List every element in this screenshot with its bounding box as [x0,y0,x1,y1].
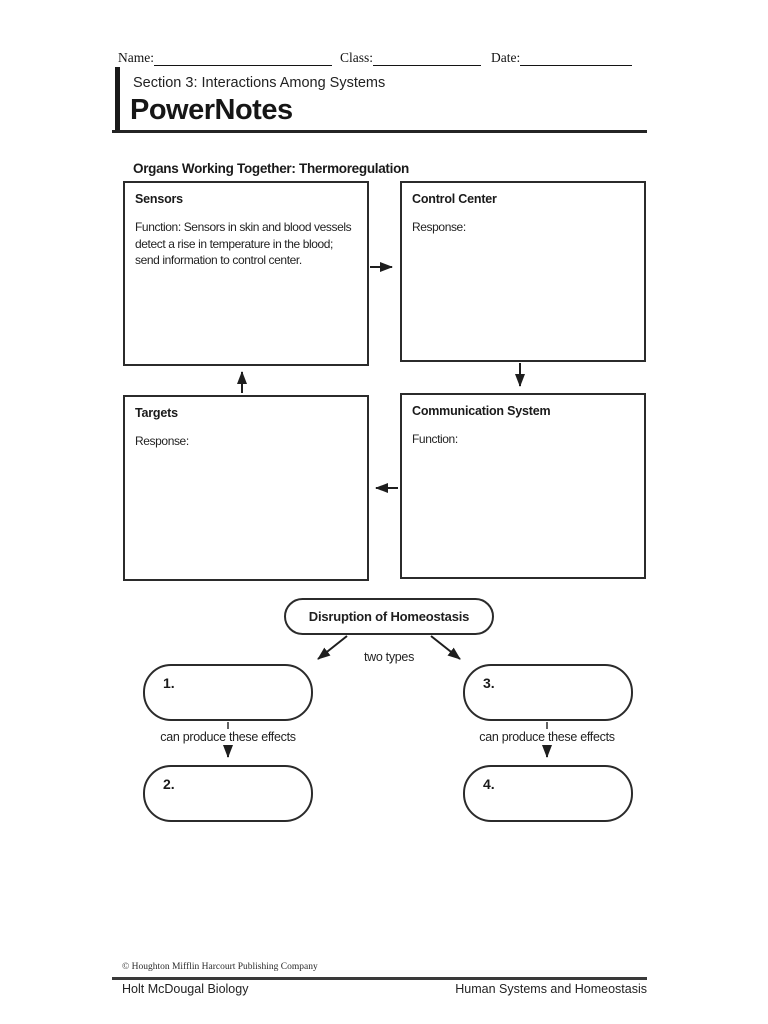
disruption-root-node: Disruption of Homeostasis [284,598,494,635]
page-title: PowerNotes [130,94,293,126]
diagram-heading: Organs Working Together: Thermoregulatio… [133,161,409,176]
sensors-box: Sensors Function: Sensors in skin and bl… [123,181,369,366]
control-center-box-body: Response: [412,220,466,234]
sensors-box-body: Function: Sensors in skin and blood vess… [135,220,352,268]
communication-system-box-body: Function: [412,432,458,446]
targets-box-body: Response: [135,434,189,448]
type-1-node: 1. [143,664,313,721]
footer-rule [112,977,647,980]
effect-4-node: 4. [463,765,633,822]
effect-4-number: 4. [483,776,495,792]
arrow-disruption-to-type3-icon [430,635,461,660]
targets-box-title: Targets [135,406,178,420]
class-label: Class: [340,50,374,65]
class-blank-line [373,52,482,66]
control-center-box: Control Center Response: [400,181,646,362]
left-effect-label: can produce these effects [160,730,296,744]
type-3-number: 3. [483,675,495,691]
copyright-notice: © Houghton Mifflin Harcourt Publishing C… [122,962,318,972]
effect-2-number: 2. [163,776,175,792]
date-label: Date: [491,50,521,65]
student-id-line: Name: Class: Date: [118,50,640,66]
footer-line: Holt McDougal Biology Human Systems and … [122,982,647,996]
book-title: Holt McDougal Biology [122,982,249,996]
date-field: Date: [491,50,633,66]
date-blank-line [520,52,633,66]
sensors-box-title: Sensors [135,192,183,206]
chapter-title: Human Systems and Homeostasis [455,982,647,996]
class-field: Class: [340,50,482,66]
section-title: Section 3: Interactions Among Systems [133,75,386,91]
targets-box: Targets Response: [123,395,369,581]
type-3-node: 3. [463,664,633,721]
communication-system-box: Communication System Function: [400,393,646,579]
title-accent-bar [115,67,120,132]
title-rule [112,130,647,133]
name-label: Name: [118,50,154,65]
name-field: Name: [118,50,332,66]
name-blank-line [154,52,332,66]
type-1-number: 1. [163,675,175,691]
effect-2-node: 2. [143,765,313,822]
branch-label: two types [363,650,415,664]
right-effect-label: can produce these effects [479,730,615,744]
control-center-box-title: Control Center [412,192,497,206]
arrow-disruption-to-type1-icon [317,635,348,660]
communication-system-box-title: Communication System [412,404,551,418]
